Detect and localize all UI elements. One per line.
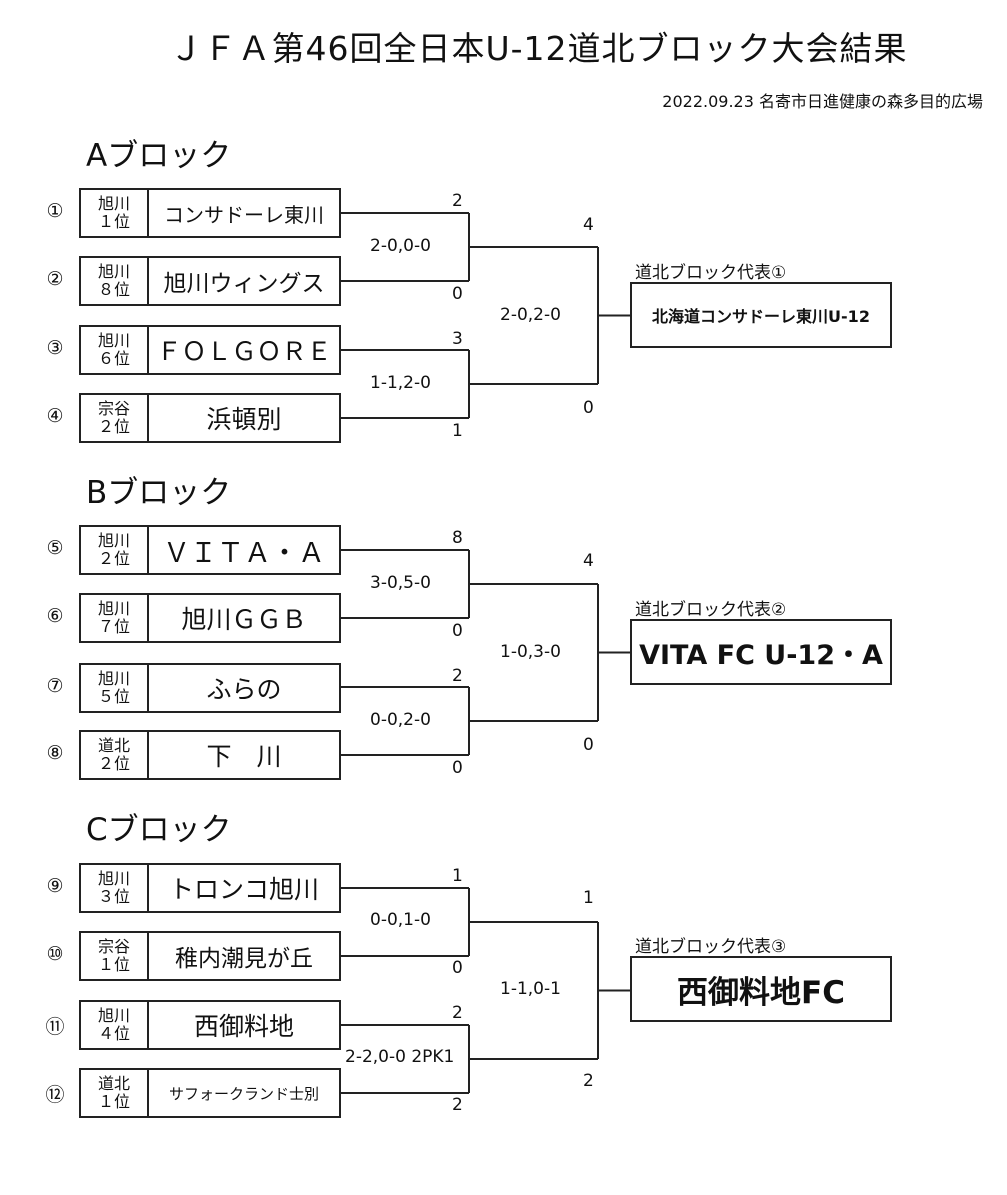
match-score: 2: [452, 191, 463, 211]
team-name: 浜頓別: [206, 405, 282, 434]
team-name: トロンコ旭川: [168, 875, 319, 904]
representative-label: 道北ブロック代表①: [635, 263, 787, 283]
team-name: サフォークランド士別: [168, 1084, 319, 1103]
seed-number: ③: [46, 337, 64, 359]
match-score: 3: [452, 329, 463, 349]
final-result: 2-0,2-0: [500, 305, 561, 325]
final-score: 2: [583, 1071, 594, 1091]
team-name: コンサドーレ東川: [164, 202, 324, 227]
match-score: 0: [452, 758, 463, 778]
match-score: 2: [452, 1095, 463, 1115]
final-score: 0: [583, 735, 594, 755]
seed-number: ⑥: [46, 605, 64, 627]
team-name: 西御料地: [193, 1012, 294, 1041]
representative-label: 道北ブロック代表③: [635, 937, 787, 957]
final-score: 4: [583, 215, 594, 235]
match-score: 2: [452, 666, 463, 686]
seed-number: ⑤: [46, 537, 64, 559]
representative-team: 西御料地FC: [630, 956, 892, 1022]
match-result: 2-2,0-0 2PK1: [345, 1047, 455, 1067]
match-result: 3-0,5-0: [370, 573, 431, 593]
team-name: 旭川ウィングス: [163, 271, 325, 297]
team-name: ＦＯＬＧＯＲＥ: [156, 337, 332, 366]
match-result: 2-0,0-0: [370, 236, 431, 256]
representative-team: VITA FC U-12・A: [630, 619, 892, 685]
match-score: 1: [452, 866, 463, 886]
final-result: 1-0,3-0: [500, 642, 561, 662]
representative-label: 道北ブロック代表②: [635, 600, 787, 620]
team-name: ふらの: [206, 675, 282, 704]
seed-number: ⑧: [46, 742, 64, 764]
match-result: 1-1,2-0: [370, 373, 431, 393]
seed-number: ④: [46, 405, 64, 427]
final-result: 1-1,0-1: [500, 979, 561, 999]
block-b-title: Bブロック: [86, 475, 232, 511]
final-score: 1: [583, 888, 594, 908]
match-score: 0: [452, 284, 463, 304]
final-score: 4: [583, 551, 594, 571]
match-result: 0-0,2-0: [370, 710, 431, 730]
seed-number: ①: [46, 200, 64, 222]
match-result: 0-0,1-0: [370, 910, 431, 930]
date-venue: 2022.09.23 名寄市日進健康の森多目的広場: [662, 92, 983, 111]
match-score: 2: [452, 1003, 463, 1023]
representative-team: 北海道コンサドーレ東川U-12: [630, 282, 892, 348]
block-c-title: Cブロック: [86, 812, 232, 848]
final-score: 0: [583, 398, 594, 418]
team-name: 下 川: [206, 742, 282, 771]
seed-number: ⑦: [46, 675, 64, 697]
match-score: 0: [452, 621, 463, 641]
seed-number: ⑫: [45, 1084, 65, 1106]
match-score: 0: [452, 958, 463, 978]
seed-number: ⑩: [46, 943, 64, 965]
seed-number: ②: [46, 268, 64, 290]
team-name: ＶＩＴＡ・Ａ: [163, 537, 325, 569]
match-score: 1: [452, 421, 463, 441]
team-name: 稚内潮見が丘: [175, 946, 313, 972]
seed-number: ⑨: [46, 875, 64, 897]
page-title: ＪＦＡ第46回全日本U-12道北ブロック大会結果: [169, 29, 908, 68]
block-a-title: Aブロック: [86, 138, 232, 174]
seed-number: ⑪: [45, 1016, 65, 1038]
match-score: 8: [452, 528, 463, 548]
team-name: 旭川ＧＧＢ: [181, 605, 307, 634]
